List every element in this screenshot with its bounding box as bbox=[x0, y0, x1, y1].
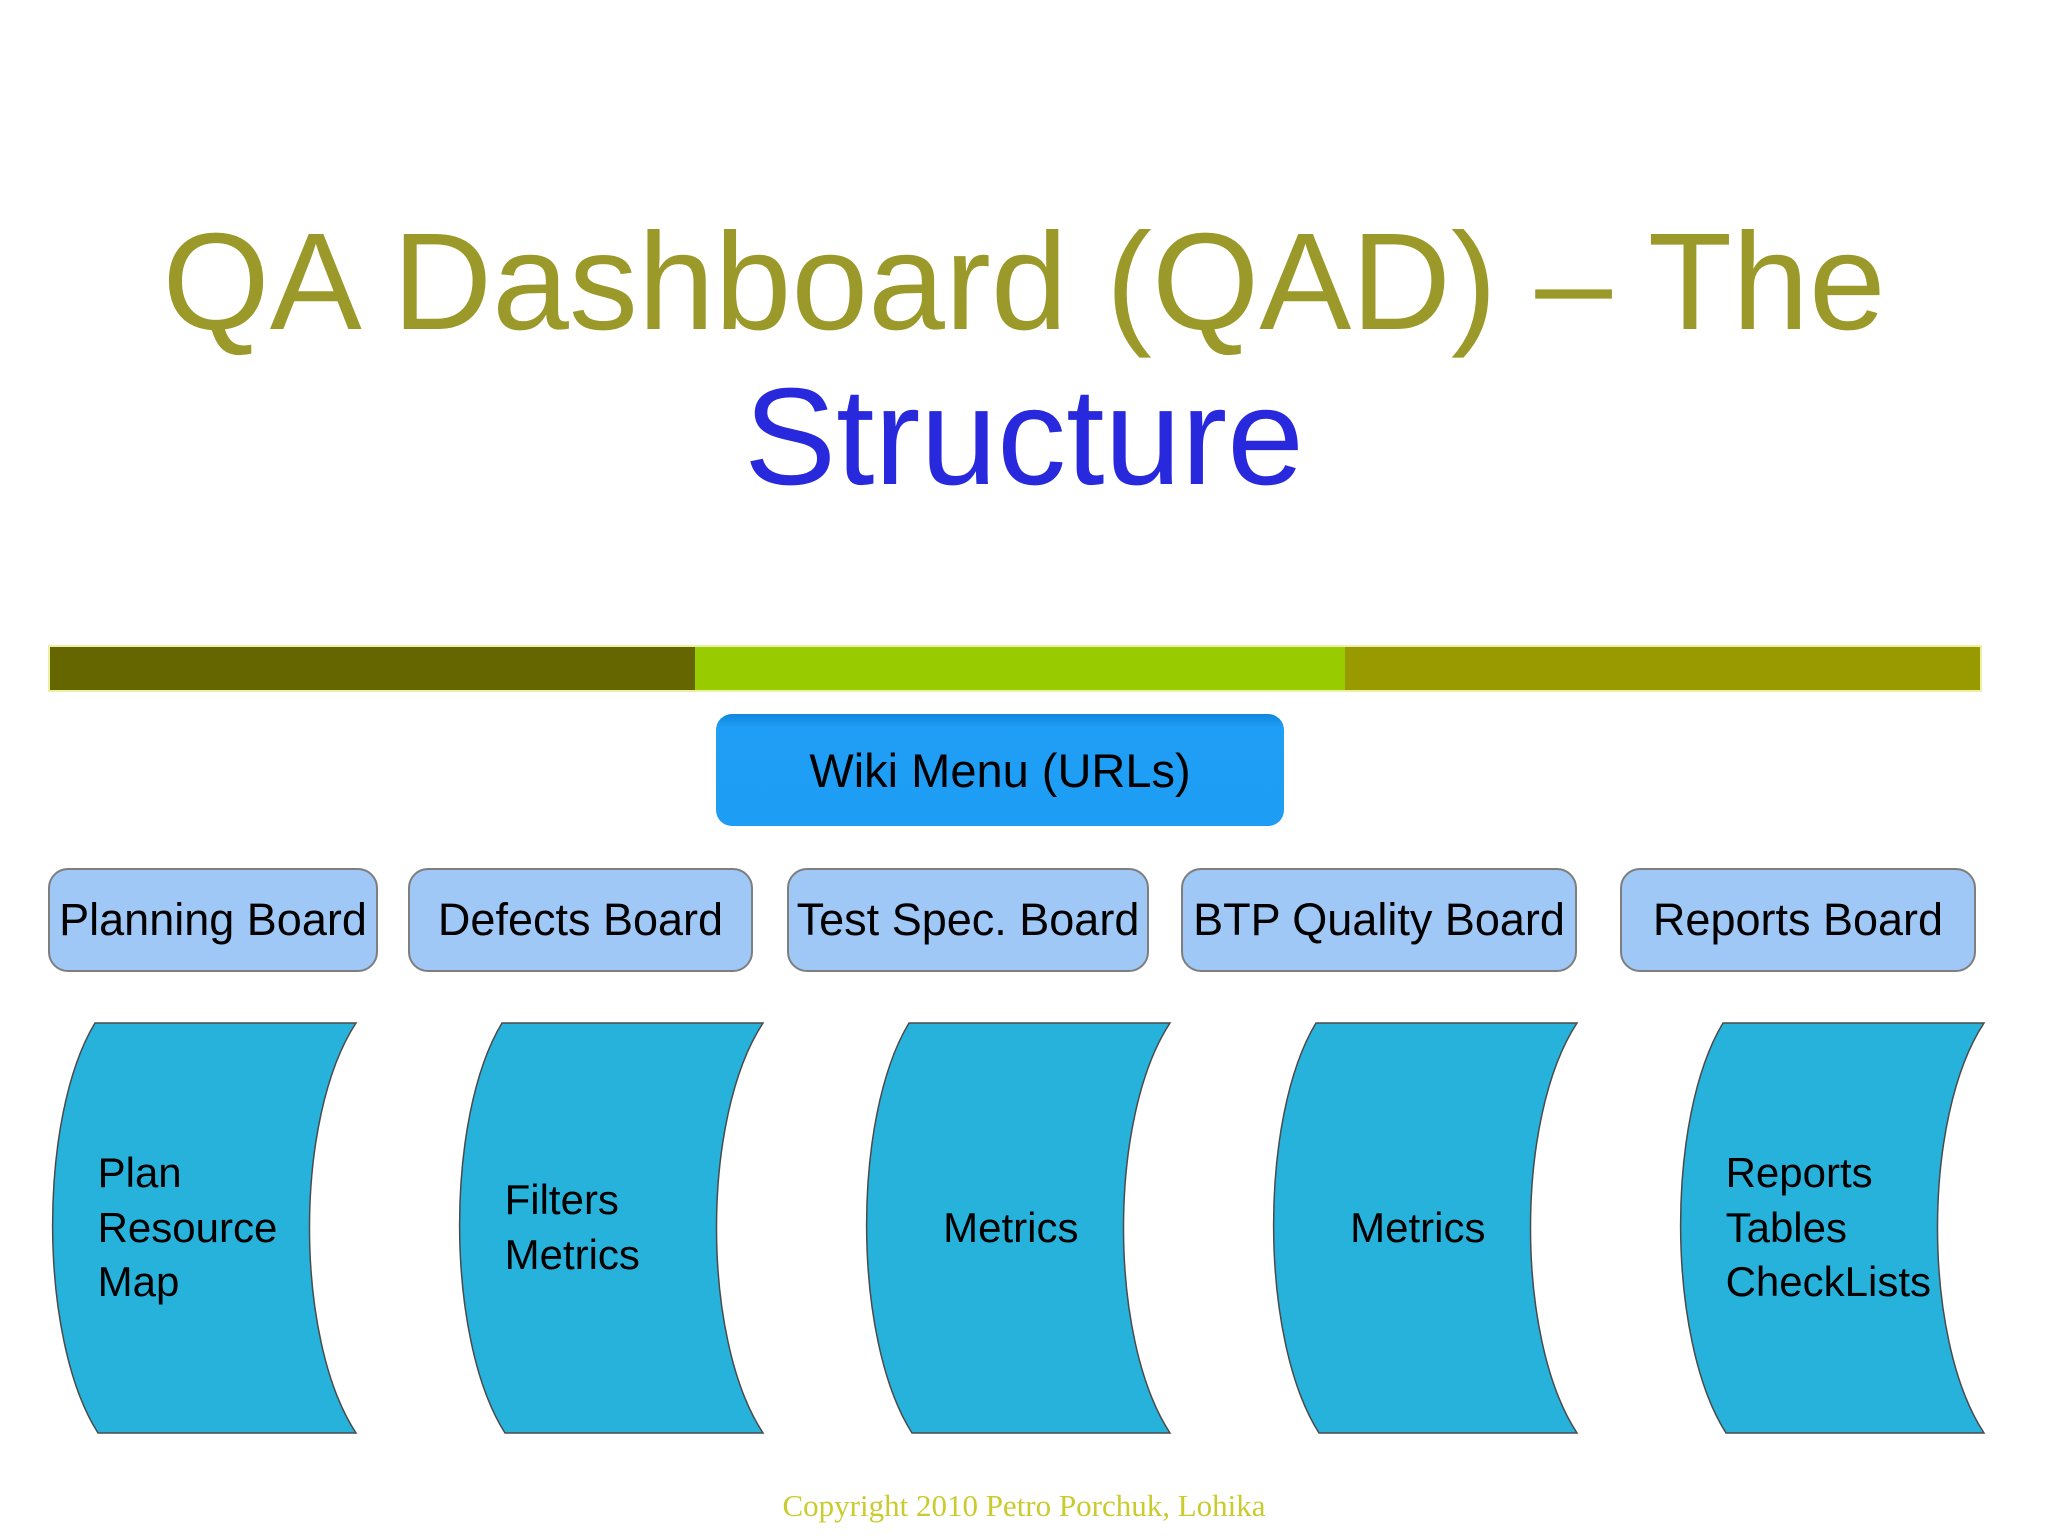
ribbon-test-spec-content: Metrics bbox=[862, 1022, 1172, 1434]
page-title: QA Dashboard (QAD) – The Structure bbox=[0, 205, 2048, 514]
board-node-btp-quality[interactable]: BTP Quality Board bbox=[1181, 868, 1577, 972]
ribbon-label: Plan Resource Map bbox=[98, 1022, 296, 1434]
curved-ribbon-shape bbox=[1679, 1022, 1986, 1434]
ribbon-label-line: Map bbox=[97, 1258, 180, 1306]
ribbon-defects-content: Filters Metrics bbox=[455, 1022, 765, 1434]
ribbon-label: Metrics bbox=[912, 1022, 1110, 1434]
divider-bar bbox=[48, 645, 1982, 692]
divider-bar-segment-green bbox=[695, 647, 1345, 690]
ribbon-label-line: CheckLists bbox=[1725, 1258, 1931, 1306]
ribbon-label-line: Resource bbox=[97, 1203, 278, 1251]
ribbon-label-line: Filters bbox=[504, 1176, 619, 1224]
curved-ribbon-shape bbox=[51, 1022, 358, 1434]
copyright-text: Copyright 2010 Petro Porchuk, Lohika bbox=[782, 1488, 1266, 1523]
ribbon-label-line: Metrics bbox=[943, 1203, 1079, 1251]
ribbon-planning-content: Plan Resource Map bbox=[48, 1022, 358, 1434]
ribbon-btp-quality-content: Metrics bbox=[1269, 1022, 1579, 1434]
curved-ribbon-shape bbox=[865, 1022, 1172, 1434]
ribbon-label-line: Plan bbox=[97, 1149, 182, 1197]
ribbon-label-line: Metrics bbox=[1350, 1203, 1486, 1251]
ribbon-label: Reports Tables CheckLists bbox=[1725, 1022, 1931, 1434]
board-node-defects[interactable]: Defects Board bbox=[408, 868, 753, 972]
curved-ribbon-shape bbox=[1272, 1022, 1579, 1434]
page-title-line1: QA Dashboard (QAD) – The bbox=[162, 205, 1886, 359]
board-node-planning[interactable]: Planning Board bbox=[48, 868, 378, 972]
ribbon-label: Filters Metrics bbox=[505, 1022, 703, 1434]
divider-bar-segment-dark-olive bbox=[50, 647, 695, 690]
ribbon-label: Metrics bbox=[1319, 1022, 1517, 1434]
page-title-line2: Structure bbox=[744, 359, 1304, 514]
board-node-test-spec[interactable]: Test Spec. Board bbox=[787, 868, 1149, 972]
divider-bar-segment-olive bbox=[1345, 647, 1980, 690]
ribbon-label-line: Metrics bbox=[504, 1231, 640, 1278]
wiki-menu-button[interactable]: Wiki Menu (URLs) bbox=[716, 714, 1284, 826]
curved-ribbon-shape bbox=[458, 1022, 765, 1434]
board-node-reports[interactable]: Reports Board bbox=[1620, 868, 1976, 972]
ribbon-label-line: Reports bbox=[1725, 1149, 1873, 1197]
ribbon-reports-content: Reports Tables CheckLists bbox=[1676, 1022, 1986, 1434]
ribbon-label-line: Tables bbox=[1725, 1203, 1847, 1251]
